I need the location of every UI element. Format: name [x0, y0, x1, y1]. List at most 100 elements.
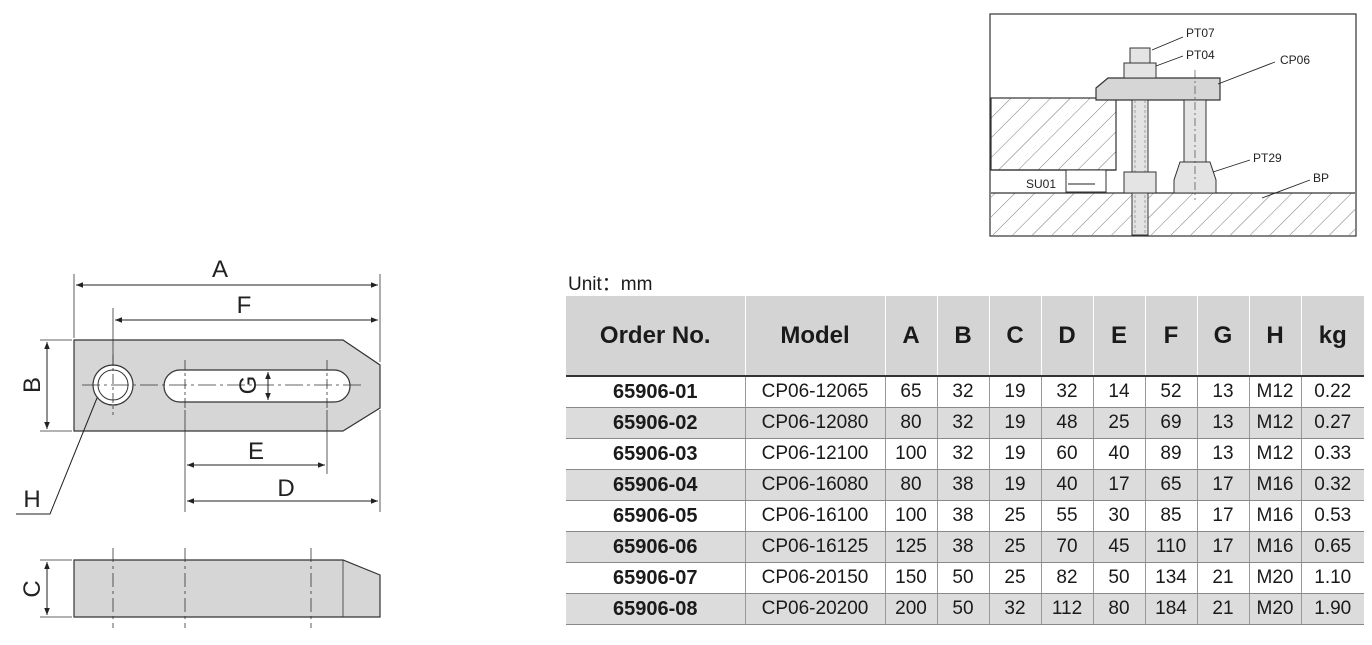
- table-cell: 89: [1144, 438, 1197, 470]
- table-cell: 30: [1092, 500, 1145, 532]
- callout-su01: SU01: [1026, 177, 1056, 191]
- table-cell: 65906-03: [566, 438, 745, 470]
- table-cell: 32: [988, 593, 1041, 625]
- table-cell: 65906-05: [566, 500, 745, 532]
- table-cell: 32: [936, 407, 989, 439]
- table-cell: M12: [1248, 438, 1301, 470]
- table-cell: M16: [1248, 531, 1301, 563]
- table-cell: 85: [1144, 500, 1197, 532]
- table-cell: 55: [1040, 500, 1093, 532]
- header-e: E: [1092, 296, 1145, 377]
- table-cell: 25: [988, 562, 1041, 594]
- header-c: C: [988, 296, 1041, 377]
- spec-table: Order No. Model A B C D E F G H kg 65906…: [566, 296, 1364, 625]
- table-cell: 50: [936, 562, 989, 594]
- table-cell: 25: [1092, 407, 1145, 439]
- header-kg: kg: [1300, 296, 1364, 377]
- table-cell: 65906-08: [566, 593, 745, 625]
- dim-label-a: A: [212, 256, 228, 283]
- table-cell: 150: [884, 562, 937, 594]
- table-cell: 25: [988, 500, 1041, 532]
- table-cell: 112: [1040, 593, 1093, 625]
- dimension-lines: [44, 282, 378, 615]
- table-cell: 0.65: [1300, 531, 1364, 563]
- table-cell: 38: [936, 500, 989, 532]
- table-cell: 40: [1092, 438, 1145, 470]
- table-cell: M20: [1248, 562, 1301, 594]
- table-cell: 0.32: [1300, 469, 1364, 501]
- table-cell: 65: [1144, 469, 1197, 501]
- clamp-side-view: [73, 548, 381, 628]
- table-cell: CP06-16125: [744, 531, 885, 563]
- table-cell: M16: [1248, 469, 1301, 501]
- table-cell: 200: [884, 593, 937, 625]
- callout-pt07: PT07: [1186, 26, 1215, 40]
- table-cell: 0.22: [1300, 376, 1364, 408]
- table-cell: 13: [1196, 376, 1249, 408]
- table-cell: M12: [1248, 376, 1301, 408]
- table-cell: 70: [1040, 531, 1093, 563]
- dim-label-d: D: [277, 475, 294, 502]
- table-cell: CP06-16100: [744, 500, 885, 532]
- table-header-row: Order No. Model A B C D E F G H kg: [566, 296, 1364, 377]
- table-cell: CP06-20200: [744, 593, 885, 625]
- table-cell: 100: [884, 500, 937, 532]
- table-cell: 13: [1196, 407, 1249, 439]
- table-cell: 65906-01: [566, 376, 745, 408]
- dim-label-c: C: [19, 580, 46, 597]
- table-cell: CP06-12100: [744, 438, 885, 470]
- table-cell: 40: [1040, 469, 1093, 501]
- table-cell: 65906-04: [566, 469, 745, 501]
- table-cell: 65906-07: [566, 562, 745, 594]
- table-cell: 21: [1196, 562, 1249, 594]
- table-cell: CP06-12065: [744, 376, 885, 408]
- table-cell: 19: [988, 407, 1041, 439]
- dim-label-e: E: [248, 438, 264, 465]
- table-cell: 17: [1196, 500, 1249, 532]
- h-leader: [16, 397, 98, 515]
- table-cell: 14: [1092, 376, 1145, 408]
- table-cell: 100: [884, 438, 937, 470]
- table-cell: 19: [988, 469, 1041, 501]
- header-f: F: [1144, 296, 1197, 377]
- table-cell: 184: [1144, 593, 1197, 625]
- dim-label-h: H: [23, 486, 40, 513]
- dim-label-f: F: [237, 292, 252, 319]
- callout-cp06: CP06: [1280, 53, 1310, 67]
- table-cell: 38: [936, 531, 989, 563]
- table-cell: 25: [988, 531, 1041, 563]
- table-cell: CP06-12080: [744, 407, 885, 439]
- callout-pt04: PT04: [1186, 48, 1215, 62]
- table-cell: 0.53: [1300, 500, 1364, 532]
- table-cell: 45: [1092, 531, 1145, 563]
- table-cell: CP06-20150: [744, 562, 885, 594]
- table-cell: 50: [936, 593, 989, 625]
- table-cell: 65906-02: [566, 407, 745, 439]
- table-cell: 65: [884, 376, 937, 408]
- header-a: A: [884, 296, 937, 377]
- table-cell: 32: [936, 438, 989, 470]
- table-cell: 0.27: [1300, 407, 1364, 439]
- table-cell: M20: [1248, 593, 1301, 625]
- clamp-top-view: [73, 339, 381, 432]
- table-cell: 52: [1144, 376, 1197, 408]
- table-cell: 60: [1040, 438, 1093, 470]
- table-cell: 48: [1040, 407, 1093, 439]
- header-h: H: [1248, 296, 1301, 377]
- callout-bp: BP: [1313, 171, 1329, 185]
- table-cell: 110: [1144, 531, 1197, 563]
- dim-label-g: G: [235, 376, 262, 395]
- table-cell: 80: [884, 407, 937, 439]
- table-cell: 0.33: [1300, 438, 1364, 470]
- header-model: Model: [744, 296, 885, 377]
- unit-label: Unit：mm: [568, 274, 653, 295]
